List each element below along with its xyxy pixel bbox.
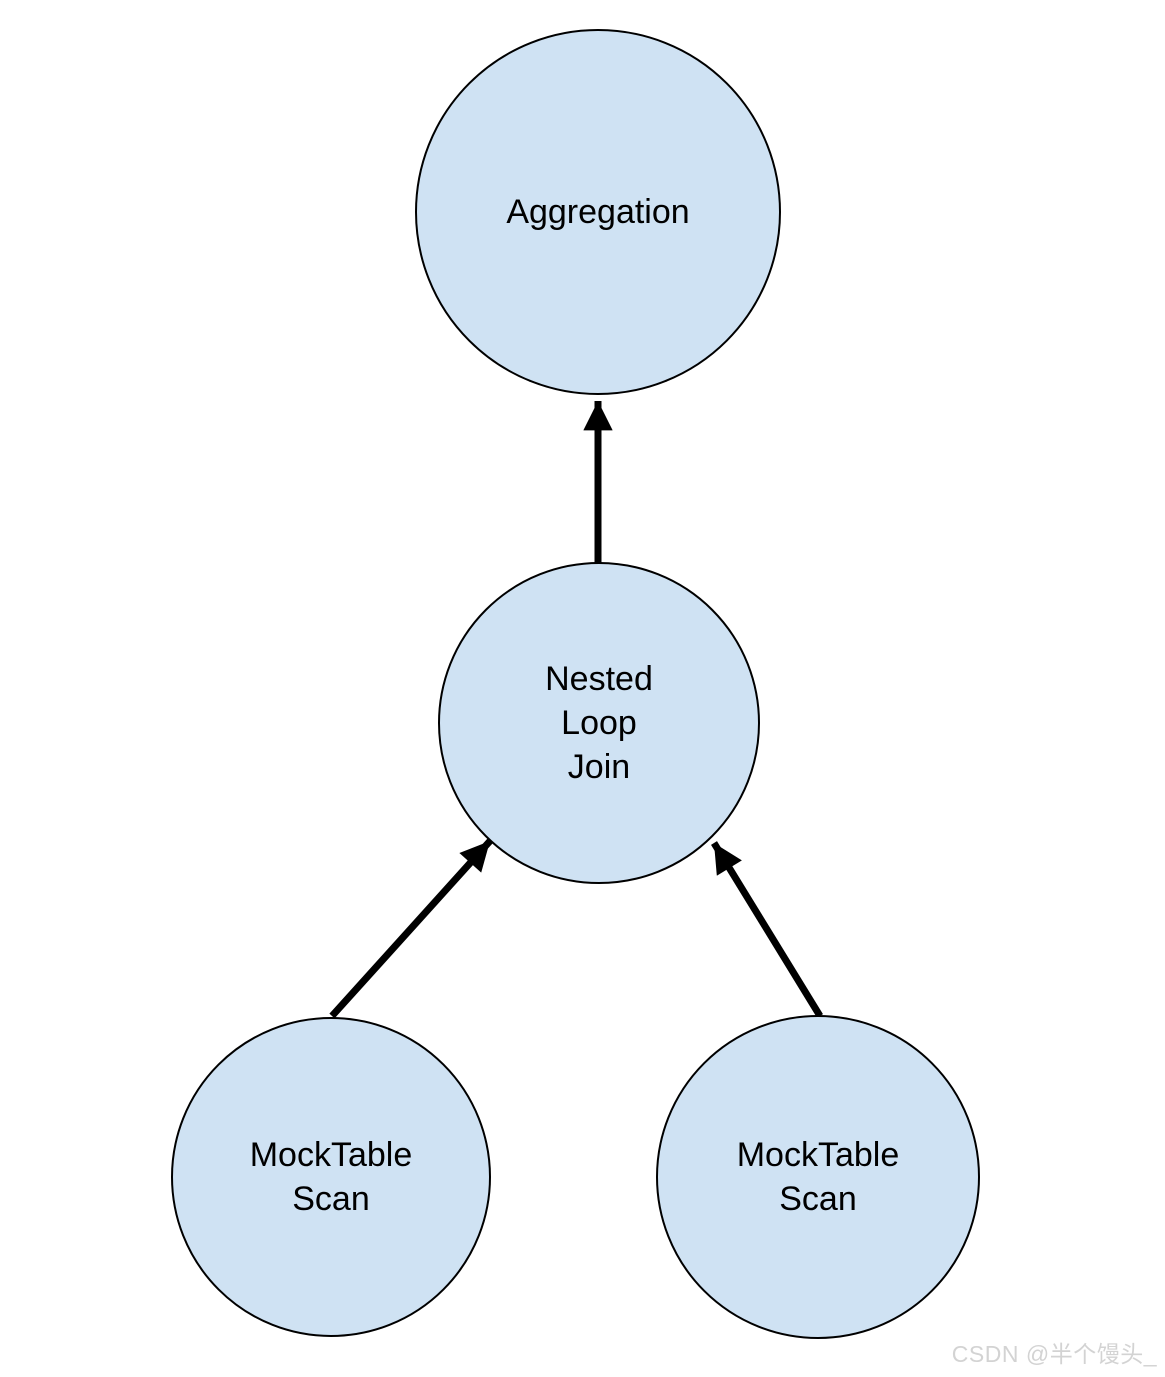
node-mocktable-scan-left-circle — [171, 1017, 491, 1337]
csdn-watermark: CSDN @半个馒头_ — [951, 1341, 1157, 1367]
edge-right-scan-to-join-arrow — [711, 841, 823, 1018]
node-nested-loop-join-circle — [438, 562, 760, 884]
edge-left-scan-to-join-arrow — [329, 838, 493, 1019]
node-aggregation-circle — [415, 29, 781, 395]
node-mocktable-scan-right-circle — [656, 1015, 980, 1339]
